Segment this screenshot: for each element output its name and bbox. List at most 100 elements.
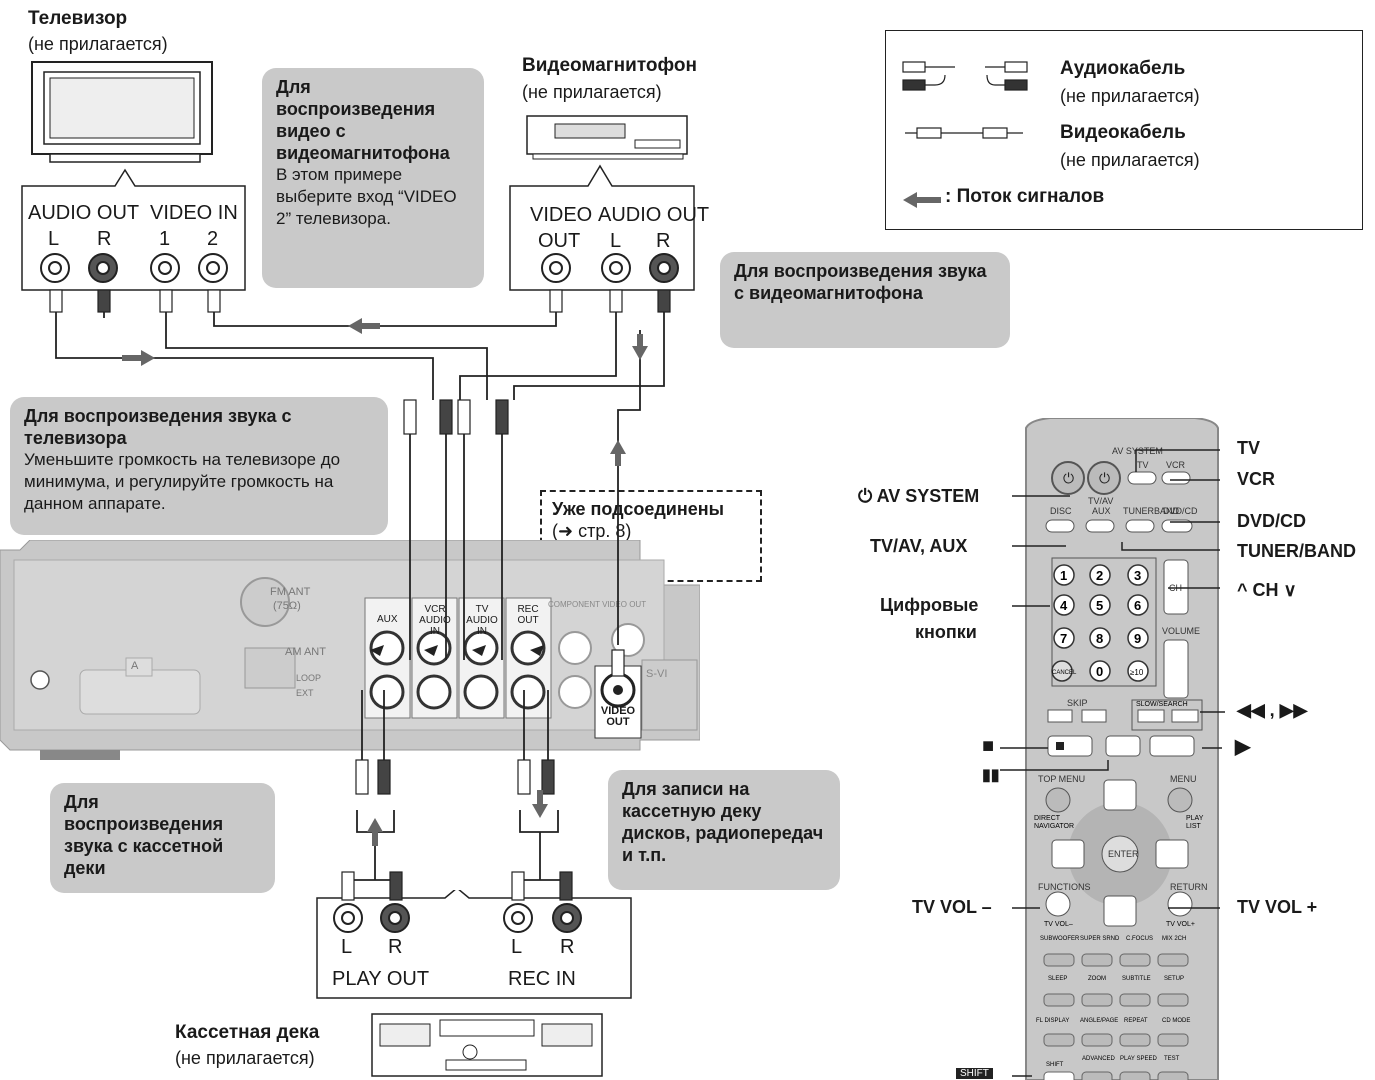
deck-title: Кассетная дека: [175, 1022, 320, 1043]
remote-label-tuner-band: TUNER/BAND: [1237, 541, 1356, 561]
callout-connected-title: Уже подсоединены: [552, 499, 724, 519]
svg-text:SUBWOOFER: SUBWOOFER: [1040, 936, 1080, 942]
svg-text:SETUP: SETUP: [1164, 976, 1184, 982]
remote-label-tv-vol-plus: TV VOL +: [1237, 897, 1318, 917]
svg-text:1: 1: [1060, 568, 1067, 583]
svg-text:6: 6: [1134, 598, 1141, 613]
vcr-out-label: OUT: [538, 230, 581, 252]
svg-text:7: 7: [1060, 631, 1067, 646]
aux-label: AUX: [377, 614, 398, 625]
svg-text:TUNERBAND: TUNERBAND: [1123, 506, 1180, 516]
am-ant-label: AM ANT: [285, 646, 326, 658]
remote-label-digits-1: Цифровые: [880, 595, 979, 615]
svg-text:8: 8: [1096, 631, 1103, 646]
callout-vcr-video: Для воспроизведения видео с видеомагнито…: [262, 68, 484, 288]
deck-drawing: [371, 1013, 603, 1077]
main-unit-rear-panel: [0, 540, 700, 760]
remote-label-vcr: VCR: [1237, 469, 1276, 489]
svg-text:MENU: MENU: [1170, 774, 1197, 784]
svg-text:≥10: ≥10: [1130, 668, 1144, 677]
vcr-r-label: R: [656, 230, 671, 252]
tv-note: (не прилагается): [28, 34, 168, 54]
fm-ohm-label: (75Ω): [273, 600, 301, 612]
remote-leader-lines: [1000, 449, 1225, 1077]
ext-label: EXT: [296, 688, 314, 698]
deck-r1-label: R: [388, 936, 403, 958]
svg-text:⏻: ⏻: [1099, 470, 1110, 486]
svg-text:NAVIGATOR: NAVIGATOR: [1034, 823, 1074, 830]
remote-label-shift: SHIFT: [956, 1068, 993, 1079]
callout-deck-play: Для воспроизведения звука с кассетной де…: [50, 783, 275, 893]
svg-text:9: 9: [1134, 631, 1141, 646]
svg-text:AUX: AUX: [1092, 506, 1111, 516]
svg-text:3: 3: [1134, 568, 1141, 583]
remote-label-tv-vol-minus: TV VOL –: [912, 897, 992, 917]
callout-deck-play-title: Для воспроизведения звука с кассетной де…: [64, 792, 224, 878]
svg-text:FUNCTIONS: FUNCTIONS: [1038, 882, 1091, 892]
legend-video-note: (не прилагается): [1060, 150, 1200, 170]
tv-audio-out-label: AUDIO OUT: [28, 202, 140, 224]
callout-vcr-sound: Для воспроизведения звука с видеомагнито…: [720, 252, 1010, 348]
vcr-panel: [509, 164, 695, 291]
svg-text:2: 2: [1096, 568, 1103, 583]
video-out-label: VIDEO OUT: [600, 705, 636, 728]
remote-label-av-system: ⏻ AV SYSTEM: [858, 486, 980, 506]
remote-label-ch: ^ CH ∨: [1237, 580, 1297, 600]
rec-out-label: REC OUT: [517, 604, 539, 626]
svg-text:REPEAT: REPEAT: [1124, 1018, 1148, 1024]
callout-deck-rec: Для записи на кассетную деку дисков, рад…: [608, 770, 840, 890]
legend-icons: [902, 61, 1028, 208]
fm-ant-label: FM ANT: [270, 586, 311, 598]
callout-connected-body: (➜ стр. 8): [552, 521, 632, 541]
tv-l-label: L: [48, 228, 60, 250]
svg-text:TV VOL–: TV VOL–: [1044, 921, 1073, 928]
legend-video-cable: Видеокабель: [1060, 122, 1186, 143]
svg-text:FL DISPLAY: FL DISPLAY: [1036, 1018, 1069, 1024]
svg-text:ENTER: ENTER: [1108, 849, 1139, 859]
callout-vcr-video-title: Для воспроизведения видео с видеомагнито…: [276, 77, 450, 163]
deck-l1-label: L: [341, 936, 353, 958]
callout-tv-sound-title: Для воспроизведения звука с телевизора: [24, 406, 292, 448]
svg-text:TV: TV: [1137, 460, 1149, 470]
svg-text:TOP MENU: TOP MENU: [1038, 774, 1085, 784]
svg-text:SKIP: SKIP: [1067, 698, 1088, 708]
tv-audio-in-label: TV AUDIO IN: [466, 604, 498, 637]
deck-l2-label: L: [511, 936, 523, 958]
svg-text:SUPER SRND: SUPER SRND: [1080, 936, 1120, 942]
svg-text:ZOOM: ZOOM: [1088, 976, 1106, 982]
deck-note: (не прилагается): [175, 1048, 315, 1068]
svg-text:⏻: ⏻: [1063, 470, 1074, 486]
remote-label-rew-ff: ◀◀ , ▶▶: [1237, 700, 1308, 720]
svg-text:0: 0: [1096, 664, 1103, 679]
remote-label-digits-2: кнопки: [915, 622, 977, 642]
svg-text:MIX 2CH: MIX 2CH: [1162, 936, 1186, 942]
svg-text:LIST: LIST: [1186, 823, 1202, 830]
legend-audio-note: (не прилагается): [1060, 86, 1200, 106]
deck-r2-label: R: [560, 936, 575, 958]
vcr-audio-in-label: VCR AUDIO IN: [419, 604, 451, 637]
connector-a-label: A: [131, 660, 139, 672]
svg-text:SLOW/SEARCH: SLOW/SEARCH: [1136, 701, 1188, 708]
deck-rec-in-label: REC IN: [508, 968, 576, 990]
svg-text:C.FOCUS: C.FOCUS: [1126, 936, 1153, 942]
vcr-video-label: VIDEO: [530, 204, 593, 226]
svg-text:PLAY: PLAY: [1186, 815, 1204, 822]
callout-deck-rec-title: Для записи на кассетную деку дисков, рад…: [622, 779, 824, 865]
svg-text:SUBTITLE: SUBTITLE: [1122, 976, 1151, 982]
svg-text:TV/AV: TV/AV: [1088, 496, 1113, 506]
loop-label: LOOP: [296, 673, 322, 683]
callout-tv-sound-body: Уменьшите громкость на телевизоре до мин…: [24, 450, 341, 513]
vcr-drawing: [526, 115, 688, 160]
callout-vcr-video-body: В этом примере выберите вход “VIDEO 2” т…: [276, 165, 457, 228]
callout-tv-sound: Для воспроизведения звука с телевизора У…: [10, 397, 388, 535]
svg-text:CD MODE: CD MODE: [1162, 1018, 1190, 1024]
s-video-label: S-VI: [646, 668, 668, 680]
svg-text:DIRECT: DIRECT: [1034, 815, 1061, 822]
svg-text:RETURN: RETURN: [1170, 882, 1208, 892]
tv-drawing: [31, 61, 213, 163]
vcr-note: (не прилагается): [522, 82, 662, 102]
remote-label-pause: ▮▮: [982, 767, 1000, 784]
component-label: COMPONENT VIDEO OUT: [548, 600, 647, 609]
svg-text:DVD/CD: DVD/CD: [1163, 506, 1198, 516]
